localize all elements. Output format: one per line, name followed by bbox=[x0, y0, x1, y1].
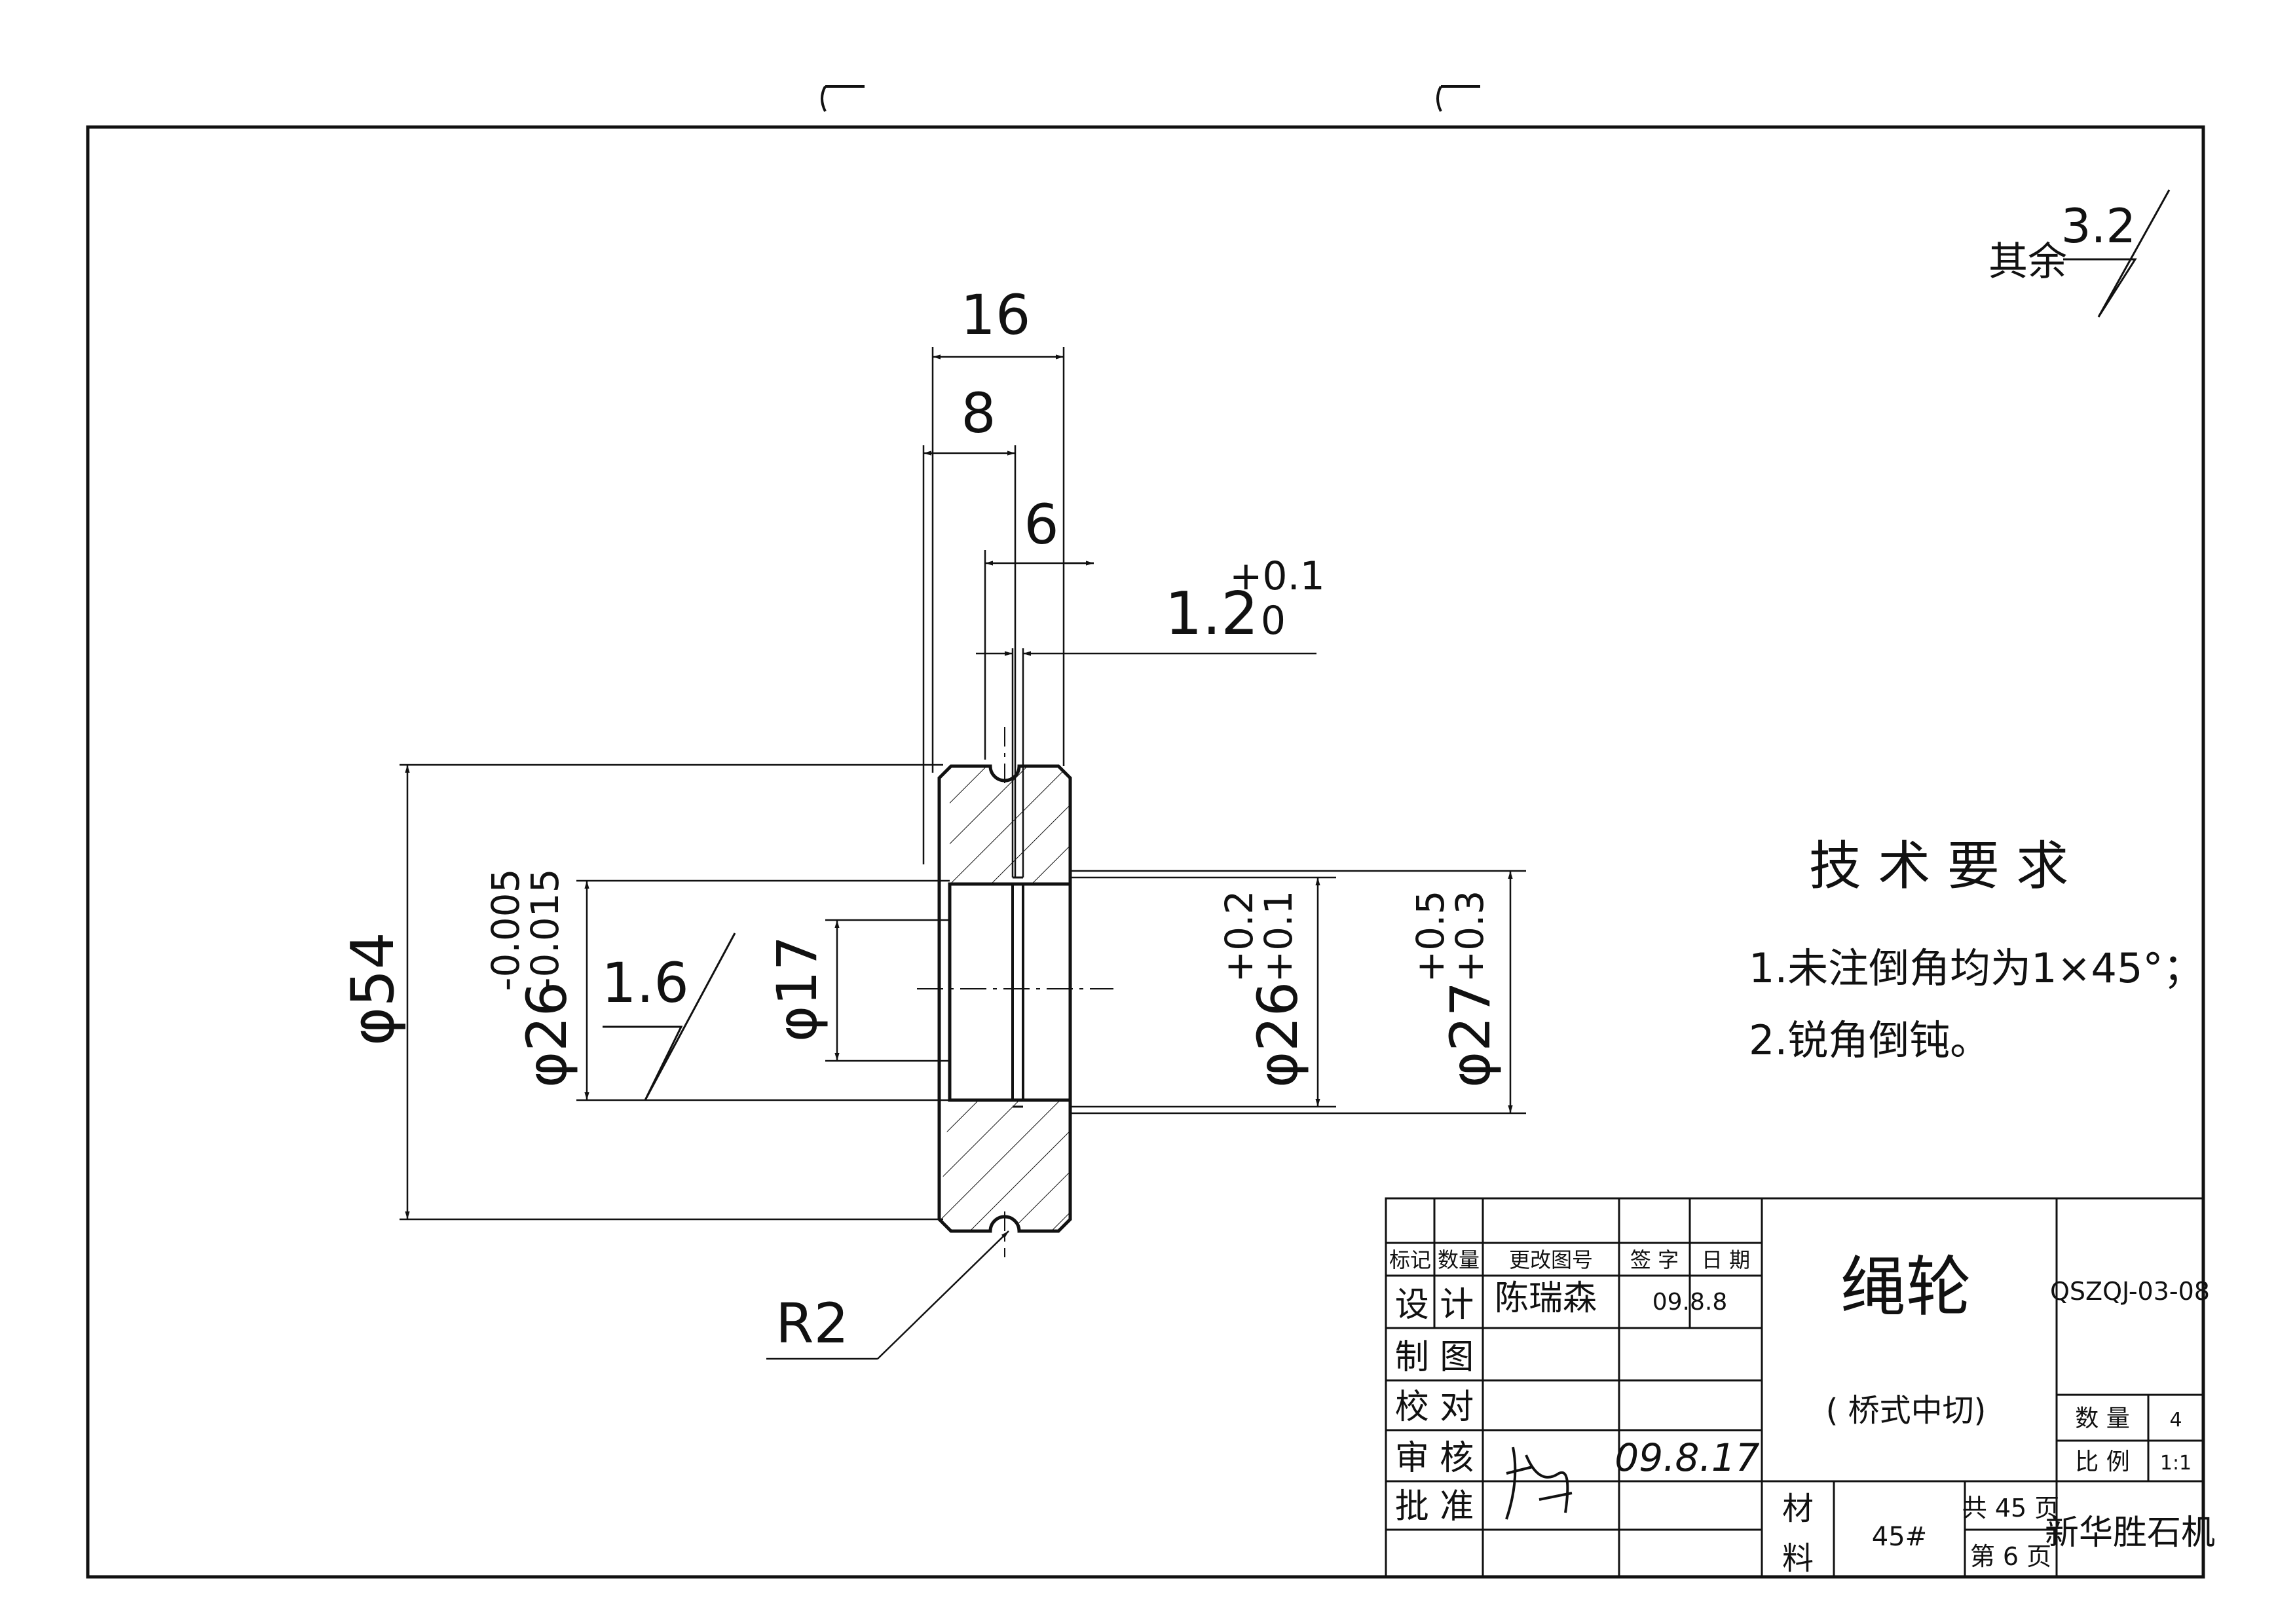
dim-1-2-tol-lower: 0 bbox=[1261, 598, 1286, 644]
dim-8: 8 bbox=[961, 381, 996, 445]
tb-header-mark: 标记 bbox=[1389, 1247, 1431, 1272]
r2-leader bbox=[766, 1230, 1009, 1360]
tech-req-title: 技 术 要 求 bbox=[1809, 836, 2068, 896]
hatch-bottom bbox=[939, 1100, 1070, 1231]
dia-54-dim bbox=[400, 764, 943, 1221]
tb-material-label-1: 材 bbox=[1782, 1490, 1814, 1527]
roughness-symbol-1-6 bbox=[603, 932, 736, 1101]
dia-27-dim bbox=[1070, 870, 1526, 1115]
tb-material: 45# bbox=[1872, 1522, 1927, 1552]
tb-drawing-no: QSZQJ-03-08 bbox=[2050, 1277, 2210, 1306]
roughness-1-6: 1.6 bbox=[601, 951, 689, 1015]
dim-6: 6 bbox=[1024, 492, 1058, 557]
tb-header-change-no: 更改图号 bbox=[1509, 1247, 1593, 1272]
dim-dia-27-tol-lower: +0.3 bbox=[1447, 891, 1492, 983]
tb-quantity-label: 数 量 bbox=[2075, 1405, 2129, 1432]
tb-row-design: 设 计 bbox=[1395, 1285, 1474, 1325]
dim-r2: R2 bbox=[775, 1291, 849, 1356]
tb-scale: 1:1 bbox=[2160, 1452, 2192, 1475]
dim-dia-26-shaft-tol-lower: -0.015 bbox=[523, 869, 567, 991]
roughness-other-value: 3.2 bbox=[2061, 198, 2136, 253]
roughness-symbol-other bbox=[2063, 189, 2171, 318]
dia-26-groove-dim bbox=[1070, 876, 1336, 1108]
dim-1-2: 1.2 bbox=[1165, 580, 1258, 648]
dim-dia-27-tol-upper: +0.5 bbox=[1408, 891, 1453, 983]
dim-dia-27: φ27 bbox=[1438, 982, 1502, 1088]
tb-header-date: 日 期 bbox=[1702, 1247, 1750, 1272]
title-block: 标记 数量 更改图号 签 字 日 期 设 计 制 图 校 对 审 核 批 准 陈… bbox=[1385, 1197, 2215, 1578]
bore bbox=[948, 882, 1072, 1102]
hatch-top bbox=[950, 766, 1070, 884]
dim-dia-26-shaft-tol-upper: -0.005 bbox=[483, 869, 528, 991]
dim-dia-26-groove-tol-lower: +0.1 bbox=[1256, 891, 1301, 983]
drawing-border bbox=[86, 125, 2205, 1579]
tech-req-item-1: 1.未注倒角均为1×45°； bbox=[1749, 944, 2203, 992]
dim-dia-26-groove: φ26 bbox=[1246, 982, 1310, 1088]
tb-review-date: 09.8.17 bbox=[1614, 1435, 1759, 1480]
dim-dia-26-groove-tol-upper: +0.2 bbox=[1217, 891, 1261, 983]
tb-quantity: 4 bbox=[2169, 1409, 2182, 1431]
tb-row-drafting: 制 图 bbox=[1395, 1338, 1474, 1377]
dim-16: 16 bbox=[961, 283, 1031, 347]
tb-header-qty: 数量 bbox=[1438, 1247, 1480, 1272]
tb-designer: 陈瑞森 bbox=[1495, 1279, 1597, 1318]
dim-dia-26-shaft: φ26 bbox=[515, 982, 579, 1088]
tb-material-label-2: 料 bbox=[1782, 1540, 1814, 1577]
tb-page: 第 6 页 bbox=[1970, 1542, 2051, 1571]
tb-design-date: 09.8.8 bbox=[1652, 1289, 1728, 1316]
part-outline bbox=[937, 764, 1072, 1233]
dim-dia-17: φ17 bbox=[765, 936, 829, 1042]
dim-dia-54: φ54 bbox=[339, 932, 407, 1046]
tb-row-approve: 批 准 bbox=[1395, 1487, 1474, 1526]
tb-part-subtitle: ( 桥式中切) bbox=[1826, 1392, 1987, 1429]
tb-row-review: 审 核 bbox=[1395, 1439, 1474, 1478]
tb-total-pages: 共 45 页 bbox=[1962, 1494, 2060, 1522]
tb-company: 新华胜石机 bbox=[2045, 1513, 2215, 1553]
top-arrow-marks bbox=[821, 85, 1480, 112]
tb-part-name: 绳轮 bbox=[1840, 1249, 1971, 1325]
roughness-other-label: 其余 bbox=[1988, 239, 2067, 285]
width-dimensions bbox=[922, 347, 1316, 877]
tb-header-signature: 签 字 bbox=[1630, 1247, 1679, 1272]
tech-req-item-2: 2.锐角倒钝。 bbox=[1749, 1016, 1990, 1064]
dia-26-shaft-dim bbox=[576, 879, 950, 1101]
tb-row-check: 校 对 bbox=[1395, 1388, 1474, 1427]
dia-17-dim bbox=[825, 919, 950, 1062]
dim-1-2-tol-upper: +0.1 bbox=[1229, 553, 1325, 599]
part-section bbox=[917, 727, 1113, 1257]
review-signature bbox=[1505, 1447, 1573, 1520]
tb-scale-label: 比 例 bbox=[2075, 1449, 2129, 1475]
